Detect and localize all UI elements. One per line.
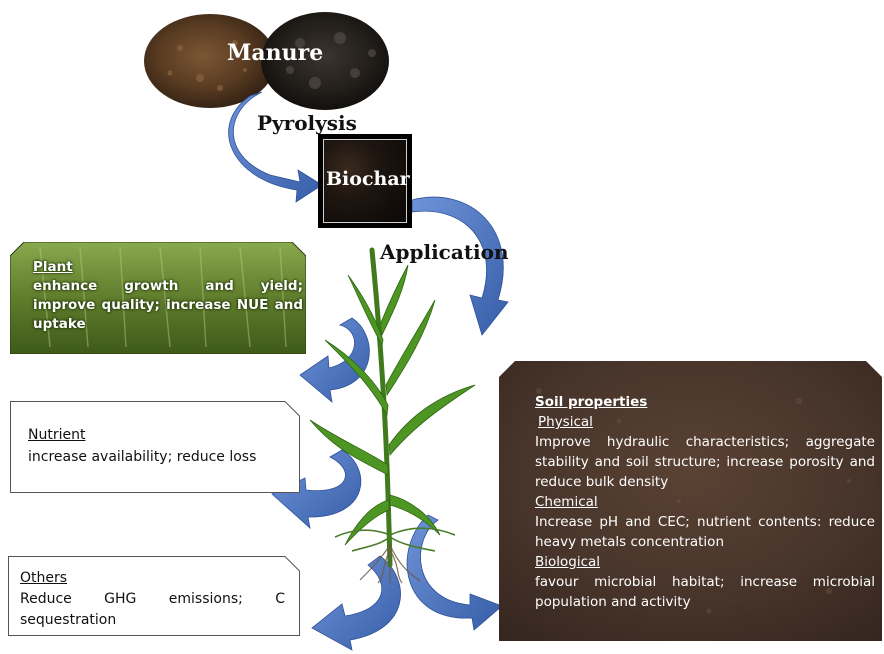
arrow-to-others: [311, 555, 401, 651]
arrow-to-plant: [299, 317, 370, 404]
others-panel-background: [8, 556, 300, 636]
soil-physical-title: Physical: [538, 414, 593, 430]
biochar-label: Biochar: [326, 168, 410, 190]
plant-description: enhance growth and yield; improve qualit…: [33, 278, 303, 332]
soil-title: Soil properties: [535, 394, 648, 410]
others-panel: Others Reduce GHG emissions; C sequestra…: [20, 568, 285, 631]
manure-images: [140, 8, 390, 113]
soil-chemical-title: Chemical: [535, 494, 598, 510]
plant-panel-background: [10, 242, 306, 354]
arrow-pyrolysis: [228, 91, 323, 203]
arrow-to-nutrient: [271, 449, 362, 530]
plant-title: Plant: [33, 259, 73, 275]
arrow-application: [411, 196, 509, 336]
arrow-to-soil: [406, 514, 503, 631]
soil-physical-description: Improve hydraulic characteristics; aggre…: [535, 434, 875, 490]
nutrient-panel: Nutrient increase availability; reduce l…: [28, 424, 293, 468]
soil-panel: Soil properties Physical Improve hydraul…: [535, 392, 875, 612]
nutrient-title: Nutrient: [28, 427, 86, 443]
nutrient-description: increase availability; reduce loss: [28, 449, 257, 465]
soil-biological-title: Biological: [535, 554, 601, 570]
pyrolysis-label: Pyrolysis: [257, 111, 357, 135]
plant-panel: Plant enhance growth and yield; improve …: [33, 258, 303, 334]
manure-dried-image: [261, 12, 389, 110]
plant-illustration: [309, 247, 476, 584]
soil-panel-background: [499, 361, 882, 641]
others-description: Reduce GHG emissions; C sequestration: [20, 591, 285, 628]
nutrient-panel-background: [10, 401, 300, 493]
application-label: Application: [380, 240, 509, 264]
soil-biological-description: favour microbial habitat; increase micro…: [535, 574, 875, 610]
others-title: Others: [20, 570, 68, 586]
biochar-image: [318, 134, 412, 228]
soil-chemical-description: Increase pH and CEC; nutrient contents: …: [535, 514, 875, 550]
manure-label: Manure: [227, 40, 324, 66]
manure-raw-image: [144, 14, 276, 108]
